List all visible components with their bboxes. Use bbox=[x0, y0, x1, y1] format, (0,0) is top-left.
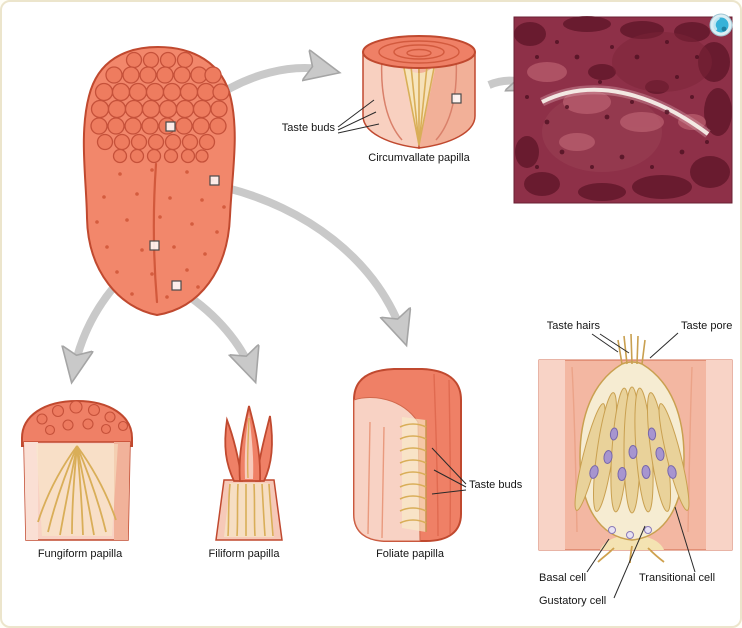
caption-foliate-papilla: Foliate papilla bbox=[376, 548, 444, 560]
label-taste-buds-circumvallate: Taste buds bbox=[281, 122, 335, 134]
caption-filiform-papilla: Filiform papilla bbox=[208, 548, 280, 560]
filiform-base-strands bbox=[227, 483, 274, 537]
fungiform-taste-strands bbox=[37, 445, 117, 536]
caption-circumvallate-papilla: Circumvallate papilla bbox=[368, 152, 470, 164]
foliate-taste-buds-leader-lines bbox=[431, 447, 467, 495]
arrow-to-foliate bbox=[226, 184, 404, 338]
caption-fungiform-papilla: Fungiform papilla bbox=[37, 548, 123, 560]
median-sulcus bbox=[152, 162, 159, 304]
arrow-to-filiform bbox=[181, 289, 253, 375]
basal-cells bbox=[608, 526, 652, 539]
filiform-papilla-illustration bbox=[215, 405, 283, 541]
tongue-bumps bbox=[90, 51, 230, 164]
circumvallate-taste-bud-strands bbox=[403, 64, 435, 146]
taste-hairs-strands bbox=[617, 333, 646, 365]
histology-light-patches bbox=[527, 62, 706, 151]
label-gustatory-cell: Gustatory cell bbox=[539, 595, 607, 607]
histology-micrograph bbox=[513, 16, 733, 204]
tongue-illustration bbox=[82, 45, 236, 317]
sample-site-marker bbox=[451, 93, 462, 104]
gustatory-cells bbox=[574, 386, 690, 514]
label-transitional-cell: Transitional cell bbox=[639, 572, 716, 584]
fungiform-papilla-illustration bbox=[21, 399, 133, 541]
media-control-icon[interactable] bbox=[709, 13, 733, 37]
taste-bud-detail-illustration bbox=[538, 332, 733, 599]
label-taste-buds-foliate: Taste buds bbox=[469, 479, 523, 491]
cell-nuclei bbox=[589, 427, 677, 481]
fungiform-dome-bumps bbox=[36, 400, 129, 436]
taste-buds-leader-lines bbox=[337, 99, 380, 134]
histology-nuclei-speckles bbox=[525, 40, 709, 169]
sample-site-markers bbox=[149, 121, 220, 291]
foliate-papilla-illustration bbox=[353, 368, 467, 542]
label-taste-hairs: Taste hairs bbox=[546, 320, 600, 332]
label-taste-pore: Taste pore bbox=[681, 320, 733, 332]
label-basal-cell: Basal cell bbox=[539, 572, 587, 584]
taste-bud-leader-lines bbox=[586, 332, 696, 599]
foliate-taste-buds-strands bbox=[399, 423, 427, 524]
circumvallate-papilla-illustration bbox=[337, 35, 476, 149]
